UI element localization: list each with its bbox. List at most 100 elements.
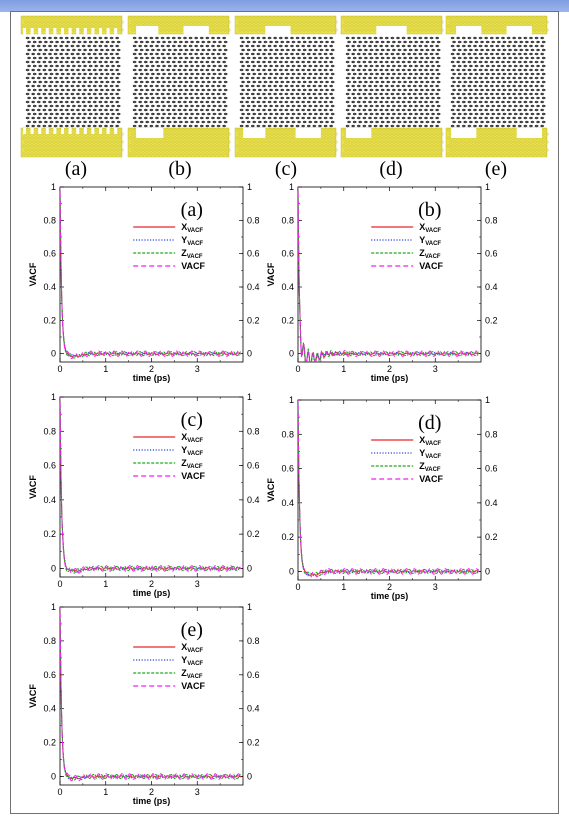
series-line-solid (60, 397, 241, 572)
y-tick-label-right: 0.6 (485, 464, 498, 474)
series-line-dashdot (60, 397, 241, 574)
y-tick-label-right: 0 (247, 772, 252, 782)
y-tick-label-right: 1 (485, 182, 490, 192)
series-line-dotted (298, 188, 480, 362)
y-tick-label: 0.4 (43, 282, 56, 292)
y-tick-label-right: 1 (247, 392, 252, 402)
y-tick-label-right: 1 (247, 182, 252, 192)
legend-entry: VACF (181, 471, 205, 481)
legend-entry: VACF (181, 261, 205, 271)
x-axis-label: time (ps) (133, 796, 171, 806)
x-tick-label: 3 (433, 364, 438, 374)
y-tick-label: 0.4 (43, 495, 56, 505)
y-tick-label: 1 (51, 392, 56, 402)
legend-entry: XVACF (181, 642, 203, 654)
y-tick-label-right: 0.2 (247, 529, 260, 539)
y-tick-label-right: 0.6 (247, 249, 260, 259)
y-tick-label-right: 0 (247, 563, 252, 573)
legend-entry: YVACF (181, 445, 203, 457)
legend-entry: ZVACF (419, 461, 441, 473)
structure-label-c: (c) (274, 158, 298, 180)
x-tick-label: 0 (295, 364, 300, 374)
legend-entry: XVACF (419, 222, 441, 234)
structure-label-d: (d) (379, 158, 403, 180)
series-line-dashed (298, 187, 480, 362)
legend-entry: YVACF (419, 448, 441, 460)
y-tick-label: 0.4 (281, 282, 294, 292)
y-tick-label: 0.6 (43, 461, 56, 471)
x-tick-label: 2 (149, 787, 154, 797)
y-tick-label: 0.2 (281, 315, 294, 325)
series-line-dotted (60, 398, 242, 574)
series-line-dashdot (298, 187, 479, 362)
legend-entry: VACF (419, 261, 443, 271)
y-tick-label-right: 0.4 (485, 282, 498, 292)
legend-entry: XVACF (181, 222, 203, 234)
y-tick-label-right: 0.8 (247, 426, 260, 436)
x-tick-label: 1 (103, 787, 108, 797)
legend-entry: VACF (181, 681, 205, 691)
panel-label: (e) (181, 619, 203, 641)
x-tick-label: 3 (433, 582, 438, 592)
structure-label-b: (b) (168, 158, 192, 180)
structure-model-2 (234, 15, 338, 158)
series-line-dashdot (60, 187, 241, 359)
y-tick-label-right: 0 (485, 349, 490, 359)
plot-area (59, 606, 244, 786)
y-tick-label-right: 0.6 (247, 461, 260, 471)
structure-model-1 (127, 15, 231, 158)
y-tick-label: 0.8 (43, 636, 56, 646)
series-line-solid (60, 187, 241, 358)
y-tick-label-right: 0.8 (485, 215, 498, 225)
y-tick-label-right: 1 (485, 395, 490, 405)
plot-area (59, 396, 244, 578)
y-tick-label-right: 0.4 (485, 498, 498, 508)
x-tick-label: 3 (195, 579, 200, 589)
x-axis-label: time (ps) (133, 373, 171, 383)
plot-area (297, 186, 482, 363)
legend-entry: ZVACF (181, 248, 203, 260)
y-tick-label-right: 1 (247, 602, 252, 612)
x-tick-label: 1 (103, 364, 108, 374)
y-tick-label: 0.8 (43, 215, 56, 225)
panel-label: (c) (181, 409, 203, 431)
y-tick-label: 1 (51, 602, 56, 612)
y-tick-label: 0.6 (43, 670, 56, 680)
panel-label: (a) (181, 199, 203, 221)
series-line-dashed (298, 400, 480, 578)
y-tick-label: 0 (289, 566, 294, 576)
y-tick-label-right: 0.2 (485, 532, 498, 542)
y-tick-label: 0.6 (281, 464, 294, 474)
series-line-solid (298, 187, 479, 362)
y-axis-label: VACF (266, 262, 276, 286)
y-tick-label-right: 0.6 (485, 249, 498, 259)
y-axis-label: VACF (28, 262, 38, 286)
y-tick-label: 0 (51, 772, 56, 782)
y-tick-label: 0 (289, 349, 294, 359)
y-axis-label: VACF (266, 478, 276, 502)
legend-entry: XVACF (181, 432, 203, 444)
plot-area (297, 399, 482, 581)
x-tick-label: 3 (195, 364, 200, 374)
series-line-solid (60, 607, 241, 780)
series-line-solid (298, 400, 479, 576)
y-tick-label: 0.8 (281, 215, 294, 225)
series-line-dashed (60, 187, 242, 360)
y-tick-label-right: 0 (485, 566, 490, 576)
legend-entry: YVACF (419, 235, 441, 247)
y-tick-label: 0.6 (43, 249, 56, 259)
x-tick-label: 1 (341, 582, 346, 592)
y-tick-label: 0.8 (43, 426, 56, 436)
y-tick-label: 1 (51, 182, 56, 192)
y-tick-label-right: 0.8 (247, 636, 260, 646)
series-line-dashdot (60, 607, 241, 781)
x-tick-label: 3 (195, 787, 200, 797)
y-axis-label: VACF (28, 475, 38, 499)
series-line-dotted (60, 608, 242, 780)
legend-entry: ZVACF (181, 458, 203, 470)
